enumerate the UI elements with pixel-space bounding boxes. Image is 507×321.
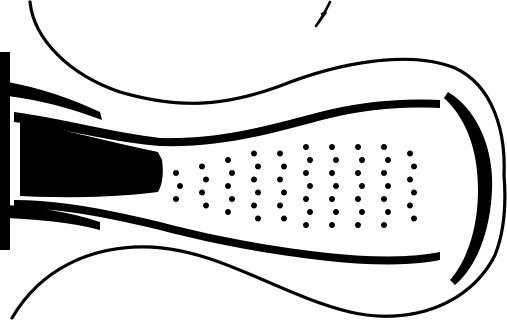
dot: [411, 164, 417, 170]
dot: [307, 157, 313, 163]
dot: [407, 203, 413, 209]
dot: [355, 170, 361, 176]
dot: [385, 209, 391, 215]
dot: [381, 222, 387, 228]
left-wall: [0, 52, 10, 250]
dot: [359, 157, 365, 163]
dot: [225, 157, 231, 163]
dot: [251, 177, 257, 183]
dot: [255, 164, 261, 170]
dot: [173, 196, 179, 202]
dot: [303, 170, 309, 176]
dot: [277, 151, 283, 157]
dot: [251, 203, 257, 209]
dot: [407, 151, 413, 157]
dot: [385, 157, 391, 163]
dot: [203, 203, 209, 209]
dot: [229, 170, 235, 176]
dot: [411, 216, 417, 222]
dot: [225, 183, 231, 189]
dot: [173, 170, 179, 176]
dot: [203, 177, 209, 183]
dot: [251, 151, 257, 157]
dot: [303, 222, 309, 228]
dot: [277, 177, 283, 183]
dot: [355, 222, 361, 228]
dot: [199, 190, 205, 196]
dot: [381, 196, 387, 202]
dot-field: [173, 144, 417, 228]
dot: [333, 183, 339, 189]
dot: [333, 157, 339, 163]
dot: [333, 209, 339, 215]
dot: [255, 216, 261, 222]
dot: [359, 183, 365, 189]
dot: [381, 170, 387, 176]
dot: [411, 190, 417, 196]
dot: [277, 203, 283, 209]
dot: [281, 164, 287, 170]
dot: [199, 164, 205, 170]
dot: [355, 144, 361, 150]
dot: [303, 196, 309, 202]
dot: [381, 144, 387, 150]
dot: [307, 209, 313, 215]
dot: [177, 183, 183, 189]
dot: [329, 196, 335, 202]
dot: [255, 190, 261, 196]
dot: [307, 183, 313, 189]
dot: [407, 177, 413, 183]
dot: [281, 216, 287, 222]
dot: [385, 183, 391, 189]
dot: [281, 190, 287, 196]
top-pointer-mark: [316, 2, 330, 26]
dot: [355, 196, 361, 202]
dot: [359, 209, 365, 215]
dot: [329, 222, 335, 228]
right-crescent: [444, 92, 492, 285]
dot: [329, 144, 335, 150]
dot: [229, 196, 235, 202]
dot: [303, 144, 309, 150]
dot: [225, 209, 231, 215]
dot: [329, 170, 335, 176]
